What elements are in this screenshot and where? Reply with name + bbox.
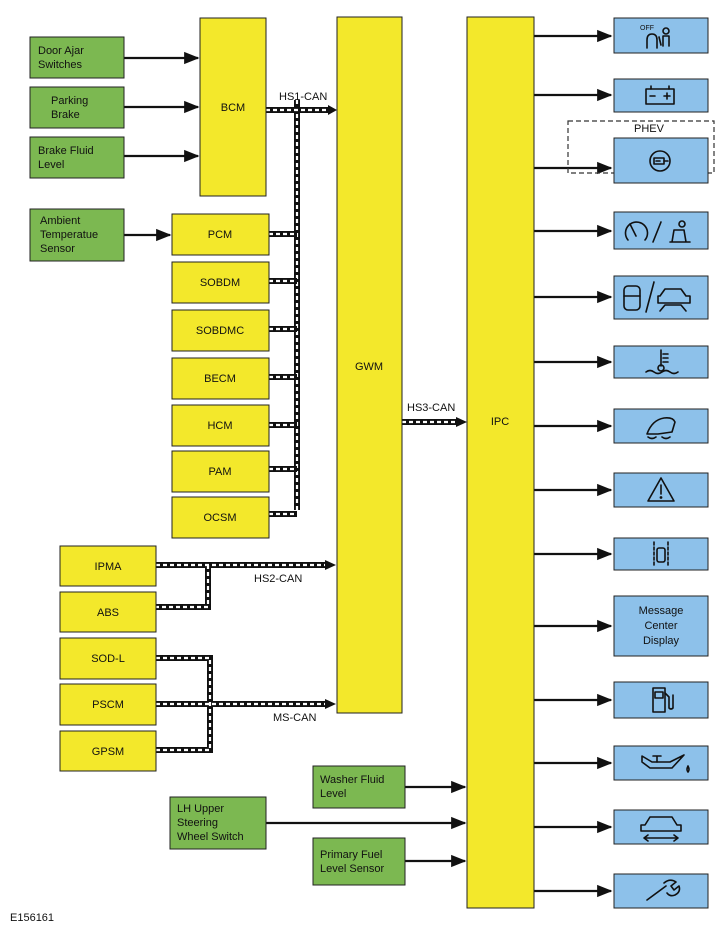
phev-group [567, 120, 715, 174]
wrench-icon [646, 879, 681, 901]
becm-label: BECM [204, 373, 236, 385]
gwm-label: GWM [355, 361, 383, 373]
cruise-control-icon [624, 220, 691, 243]
input-arrows [124, 51, 467, 868]
steering-switch-label-3: Wheel Switch [177, 831, 244, 843]
input-switches [29, 36, 406, 886]
tire-pressure-icon [640, 816, 682, 842]
warning-triangle-icon [647, 477, 675, 502]
parking-brake-box [29, 86, 125, 129]
bcm-label: BCM [221, 102, 245, 114]
message-center-line-2: Center [644, 620, 677, 632]
indicator-boxes [613, 17, 709, 909]
hs2-can-label: HS2-CAN [254, 573, 302, 585]
fuel-pump-icon [652, 687, 674, 713]
brake-fluid-box [29, 136, 125, 179]
oil-pressure-icon [641, 754, 690, 773]
ipc-module [466, 16, 535, 909]
parking-brake-label-2: Brake [51, 109, 80, 121]
hcm-module [171, 404, 270, 447]
brake-fluid-label-1: Brake Fluid [38, 145, 94, 157]
pcm-module [171, 213, 270, 256]
hcm-label: HCM [207, 420, 232, 432]
gwm-module [336, 16, 403, 714]
svg-text:OFF: OFF [640, 25, 654, 32]
ipc-output-arrows [534, 29, 613, 898]
washer-fluid-label-1: Washer Fluid [320, 774, 384, 786]
battery-icon [645, 85, 675, 105]
ipc-label: IPC [491, 416, 509, 428]
ms-can-label: MS-CAN [273, 712, 316, 724]
ipma-module [59, 545, 157, 587]
ambient-temp-label-3: Sensor [40, 243, 75, 255]
hs3-can-label: HS3-CAN [407, 402, 455, 414]
pscm-label: PSCM [92, 699, 124, 711]
sobdm-module [171, 261, 270, 304]
seatbelt-off-icon: OFF [640, 25, 670, 49]
ocsm-label: OCSM [204, 512, 237, 524]
abs-label: ABS [97, 607, 119, 619]
washer-fluid-label-2: Level [320, 788, 346, 800]
door-open-icon [623, 281, 691, 313]
sodl-module [59, 637, 157, 680]
lane-keeping-icon [653, 541, 669, 567]
can-bus-arrowheads [325, 105, 467, 709]
parking-brake-label-1: Parking [51, 95, 88, 107]
steering-switch-label-2: Steering [177, 817, 218, 829]
sobdm-label: SOBDM [200, 277, 240, 289]
traction-control-icon [646, 417, 676, 440]
washer-fluid-box [312, 765, 406, 809]
door-ajar-label-2: Switches [38, 59, 83, 71]
bcm-module [199, 17, 267, 197]
ambient-temp-label-1: Ambient [40, 215, 80, 227]
message-center-line-1: Message [639, 605, 684, 617]
becm-module [171, 357, 270, 400]
pam-module [171, 450, 270, 493]
message-center-display: Message Center Display [639, 605, 684, 647]
pam-label: PAM [208, 466, 231, 478]
pcm-label: PCM [208, 229, 232, 241]
sobdmc-label: SOBDMC [196, 325, 244, 337]
abs-module [59, 591, 157, 633]
ocsm-module [171, 496, 270, 539]
can-bus-lines [156, 100, 458, 753]
door-ajar-box [29, 36, 125, 79]
door-ajar-label-1: Door Ajar [38, 45, 84, 57]
coolant-temperature-icon [645, 349, 679, 375]
ipma-label: IPMA [95, 561, 123, 573]
phev-label: PHEV [634, 123, 665, 135]
steering-switch-label-1: LH Upper [177, 803, 224, 815]
message-center-line-3: Display [643, 635, 680, 647]
modules [59, 16, 535, 909]
fuel-sensor-label-2: Level Sensor [320, 863, 385, 875]
hs1-can-label: HS1-CAN [279, 91, 327, 103]
figure-id: E156161 [10, 912, 54, 924]
steering-switch-box [169, 796, 267, 850]
fuel-sensor-label-1: Primary Fuel [320, 849, 382, 861]
sobdmc-module [171, 309, 270, 352]
sodl-label: SOD-L [91, 653, 125, 665]
gpsm-module [59, 730, 157, 772]
brake-fluid-label-2: Level [38, 159, 64, 171]
pscm-module [59, 683, 157, 726]
gpsm-label: GPSM [92, 746, 124, 758]
plug-in-charge-icon [649, 150, 671, 172]
fuel-sensor-box [312, 837, 406, 886]
ambient-temp-box [29, 208, 125, 262]
ambient-temp-label-2: Temperatue [40, 229, 98, 241]
